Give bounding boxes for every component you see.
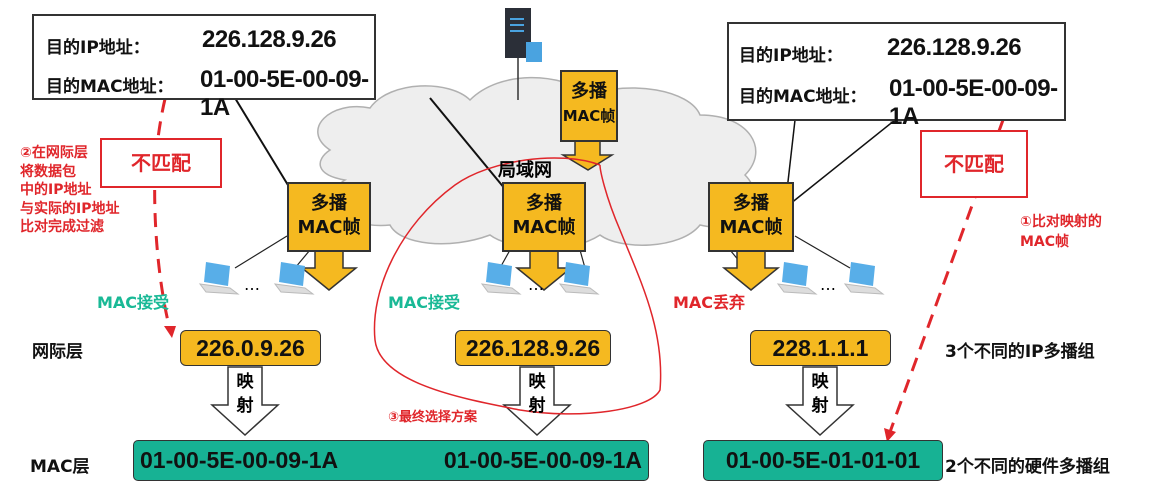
mismatch-box-left: 不匹配 bbox=[100, 138, 222, 188]
mac-address: 01-00-5E-00-09-1A bbox=[443, 447, 642, 473]
ellipsis: … bbox=[820, 275, 836, 294]
ip-label: 目的IP地址： bbox=[739, 46, 843, 66]
step3-annotation: ③最终选择方案 bbox=[388, 410, 478, 425]
callout-right: 目的IP地址： 226.128.9.26 目的MAC地址： 01-00-5E-0… bbox=[727, 22, 1066, 130]
ip-value: 226.128.9.26 bbox=[887, 34, 1022, 61]
mac-group-bar-2: 01-00-5E-01-01-01 bbox=[703, 440, 943, 481]
ip-label: 目的IP地址： bbox=[46, 38, 150, 58]
ellipsis: … bbox=[528, 275, 544, 294]
mac-label: 目的MAC地址： bbox=[46, 77, 174, 97]
mac-address: 01-00-5E-00-09-1A bbox=[140, 447, 339, 473]
lan-label: 局域网 bbox=[498, 160, 552, 181]
mac-groups-note: 2个不同的硬件多播组 bbox=[945, 457, 1110, 477]
host-status-discard: MAC丢弃 bbox=[673, 293, 746, 312]
server-icon bbox=[505, 8, 542, 100]
callout-left: 目的IP地址： 226.128.9.26 目的MAC地址： 01-00-5E-0… bbox=[32, 14, 376, 121]
mac-label: 目的MAC地址： bbox=[739, 87, 867, 107]
ip-layer-label: 网际层 bbox=[32, 342, 83, 362]
host-status-accept: MAC接受 bbox=[97, 293, 170, 312]
laptop-icons bbox=[198, 262, 885, 295]
mac-value: 01-00-5E-00-09-1A bbox=[200, 66, 369, 121]
ip-value: 226.128.9.26 bbox=[202, 26, 337, 53]
frame-arrows bbox=[299, 139, 781, 291]
ip-group-2: 226.128.9.26 bbox=[455, 330, 611, 366]
mac-layer-label: MAC层 bbox=[30, 457, 90, 477]
mapping-arrows bbox=[210, 366, 855, 437]
ellipsis: … bbox=[244, 275, 260, 294]
ip-group-3: 228.1.1.1 bbox=[750, 330, 891, 366]
mapping-label: 映射 bbox=[811, 372, 829, 416]
mac-value: 01-00-5E-00-09-1A bbox=[889, 75, 1058, 130]
mapping-label: 映射 bbox=[528, 372, 546, 416]
mismatch-box-right: 不匹配 bbox=[920, 130, 1028, 198]
mapping-label: 映射 bbox=[236, 372, 254, 416]
pointer-line bbox=[429, 97, 511, 196]
pointer-line bbox=[234, 97, 295, 196]
mac-group-bar-1: 01-00-5E-00-09-1A 01-00-5E-00-09-1A bbox=[133, 440, 649, 481]
ip-groups-note: 3个不同的IP多播组 bbox=[945, 342, 1095, 362]
ip-group-1: 226.0.9.26 bbox=[180, 330, 321, 366]
host-status-accept: MAC接受 bbox=[388, 293, 461, 312]
step2-annotation: ②在网际层将数据包中的IP地址与实际的IP地址比对完成过滤 bbox=[20, 145, 120, 235]
red-selection-loop bbox=[373, 157, 662, 415]
